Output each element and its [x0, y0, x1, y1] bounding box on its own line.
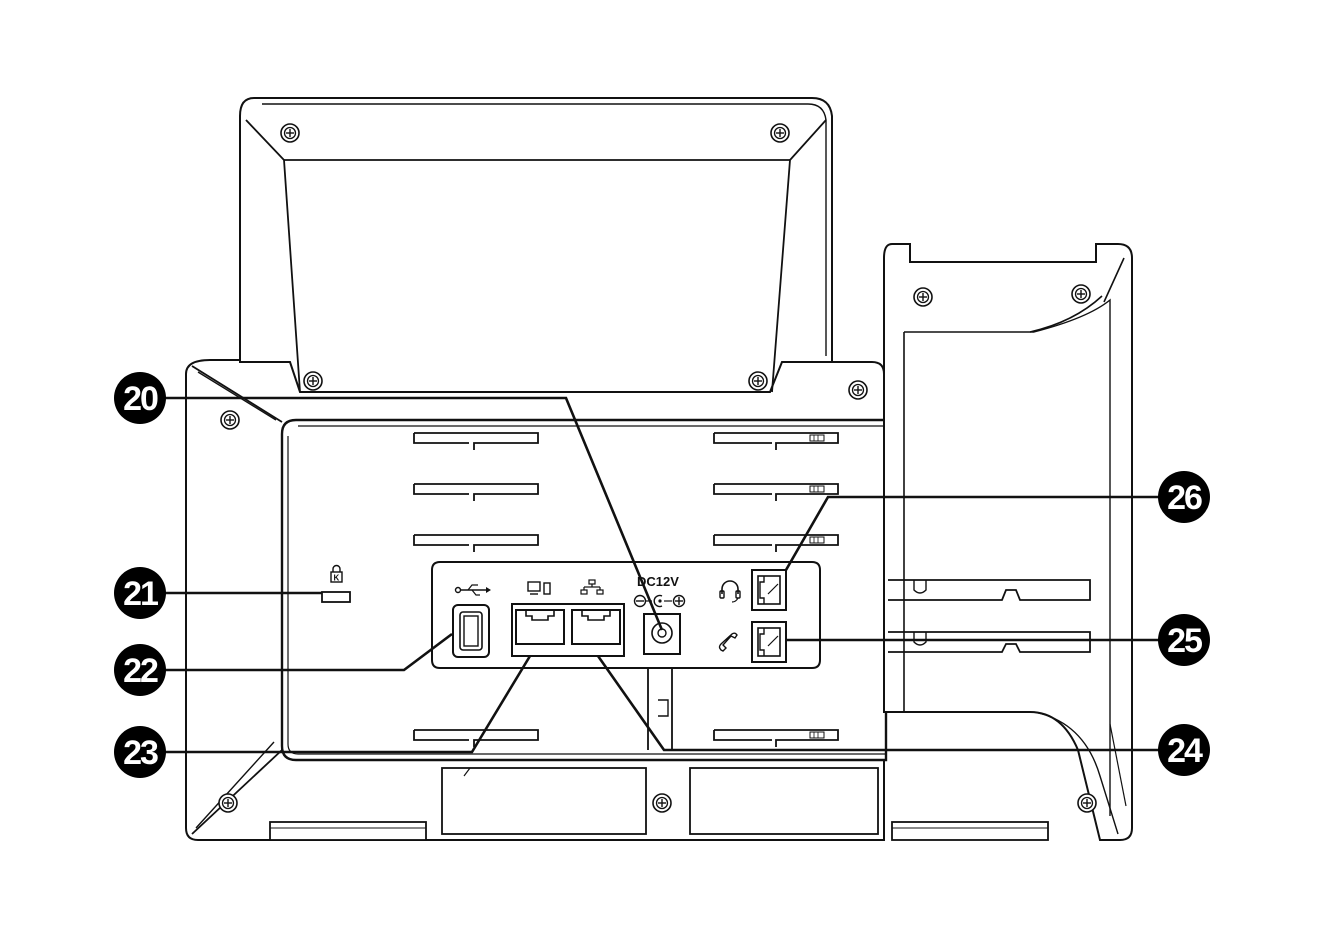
callout-number: 23	[123, 734, 158, 772]
callout-number: 20	[123, 380, 158, 418]
headset-icon	[719, 580, 741, 603]
handset-icon	[718, 632, 738, 652]
usb-port[interactable]	[452, 604, 490, 658]
callout-22: 22	[114, 644, 166, 696]
internet-port[interactable]	[571, 609, 621, 645]
dc-power-label: DC12V	[637, 574, 679, 589]
kensington-lock-icon: K	[330, 564, 343, 583]
side-stand	[883, 243, 1133, 841]
screw-icon	[748, 371, 768, 391]
screw-icon	[1071, 284, 1091, 304]
screw-icon	[280, 123, 300, 143]
network-port-icon	[580, 579, 604, 595]
callout-26: 26	[1158, 471, 1210, 523]
security-slot[interactable]	[321, 591, 351, 603]
top-stand	[239, 97, 833, 393]
callout-number: 22	[123, 652, 158, 690]
pc-port[interactable]	[515, 609, 565, 645]
leader-lines	[160, 396, 1160, 754]
callout-number: 21	[123, 575, 158, 613]
svg-text:K: K	[334, 574, 340, 583]
screw-icon	[652, 793, 672, 813]
callout-23: 23	[114, 726, 166, 778]
callout-21: 21	[114, 567, 166, 619]
screw-icon	[913, 287, 933, 307]
callout-number: 25	[1167, 622, 1202, 660]
callout-20: 20	[114, 372, 166, 424]
headset-port[interactable]	[751, 569, 787, 611]
connector-panel: DC12V	[431, 561, 821, 669]
screw-icon	[303, 371, 323, 391]
callout-number: 24	[1167, 732, 1203, 770]
callout-25: 25	[1158, 614, 1210, 666]
screw-icon	[848, 380, 868, 400]
screw-icon	[1077, 793, 1097, 813]
callout-number: 26	[1167, 479, 1202, 517]
dc-polarity-icon	[633, 594, 686, 608]
handset-port[interactable]	[751, 621, 787, 663]
screw-icon	[770, 123, 790, 143]
callout-24: 24	[1158, 724, 1210, 776]
screw-icon	[220, 410, 240, 430]
pc-port-icon	[527, 581, 551, 595]
screw-icon	[218, 793, 238, 813]
usb-icon	[454, 584, 491, 596]
dc-power-jack[interactable]	[643, 613, 681, 655]
